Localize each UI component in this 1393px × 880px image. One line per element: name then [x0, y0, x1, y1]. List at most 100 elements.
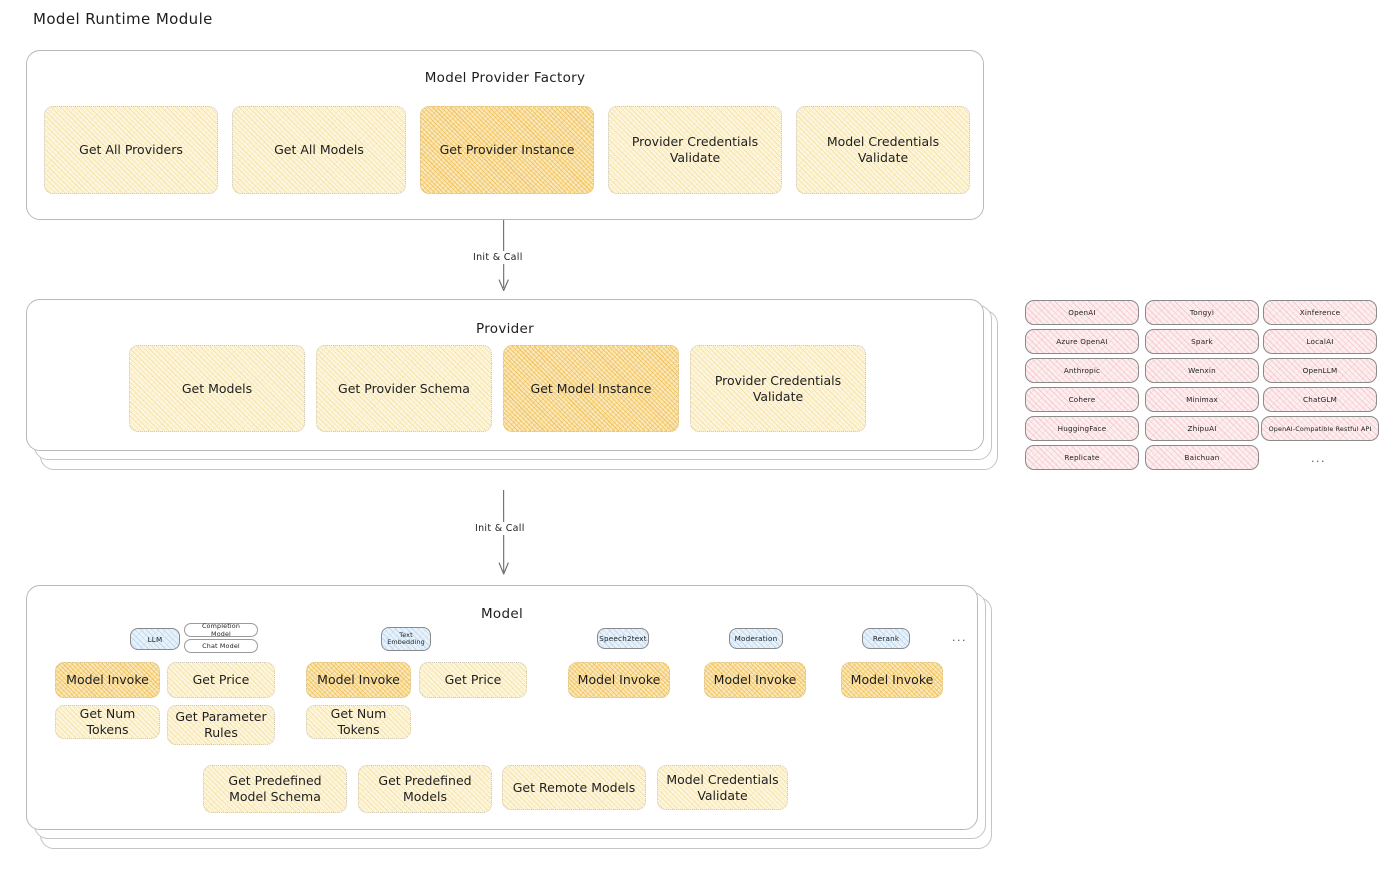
provider-chip-label: Xinference	[1299, 308, 1341, 317]
provider-chip-label: HuggingFace	[1057, 424, 1107, 433]
node-label: Get All Models	[274, 142, 364, 158]
node-get-model-instance[interactable]: Get Model Instance	[503, 345, 679, 432]
node-get-provider-schema[interactable]: Get Provider Schema	[316, 345, 492, 432]
node-speech2text-model-invoke[interactable]: Model Invoke	[568, 662, 670, 698]
model-type-badge-label: Speech2text	[599, 634, 647, 643]
node-label: Get Predefined Model Schema	[228, 773, 322, 804]
node-llm-get-parameter-rules[interactable]: Get Parameter Rules	[167, 705, 275, 745]
provider-chip-anthropic[interactable]: Anthropic	[1025, 358, 1139, 383]
model-type-badge-llm[interactable]: LLM	[130, 628, 180, 650]
node-text-embedding-get-price[interactable]: Get Price	[419, 662, 527, 698]
model-type-badge-rerank[interactable]: Rerank	[862, 628, 910, 649]
node-label: Get All Providers	[79, 142, 183, 158]
provider-chip-label: Replicate	[1064, 453, 1100, 462]
node-label: Model Credentials Validate	[666, 771, 779, 803]
node-model-credentials-validate[interactable]: Model Credentials Validate	[657, 765, 788, 810]
provider-chip-label: Tongyi	[1189, 308, 1215, 317]
provider-chip-azure-openai[interactable]: Azure OpenAI	[1025, 329, 1139, 354]
model-panel-title: Model	[480, 606, 524, 622]
provider-list-more: ...	[1311, 452, 1326, 465]
arrow-label-init-and-call-top: Init & Call	[469, 251, 527, 264]
node-label: Get Price	[444, 672, 502, 688]
model-type-badge-label: Rerank	[872, 634, 900, 643]
node-get-predefined-models[interactable]: Get Predefined Models	[358, 765, 492, 813]
node-model-credentials-validate-factory[interactable]: Model Credentials Validate	[796, 106, 970, 194]
node-get-remote-models[interactable]: Get Remote Models	[502, 765, 646, 810]
model-type-badge-moderation[interactable]: Moderation	[729, 628, 783, 649]
node-get-provider-instance[interactable]: Get Provider Instance	[420, 106, 594, 194]
node-get-predefined-model-schema[interactable]: Get Predefined Model Schema	[203, 765, 347, 813]
node-llm-get-price[interactable]: Get Price	[167, 662, 275, 698]
provider-chip-openllm[interactable]: OpenLLM	[1263, 358, 1377, 383]
provider-chip-cohere[interactable]: Cohere	[1025, 387, 1139, 412]
provider-chip-label: ZhipuAI	[1187, 424, 1217, 433]
node-label: Get Provider Instance	[439, 142, 575, 158]
node-text-embedding-get-num-tokens[interactable]: Get Num Tokens	[306, 705, 411, 739]
node-provider-credentials-validate-factory[interactable]: Provider Credentials Validate	[608, 106, 782, 194]
provider-chip-replicate[interactable]: Replicate	[1025, 445, 1139, 470]
provider-chip-xinference[interactable]: Xinference	[1263, 300, 1377, 325]
node-label: Get Parameter Rules	[175, 709, 267, 740]
provider-chip-label: Cohere	[1068, 395, 1096, 404]
provider-panel-title: Provider	[476, 321, 534, 337]
node-label: Model Invoke	[66, 672, 149, 688]
provider-chip-localai[interactable]: LocalAI	[1263, 329, 1377, 354]
provider-chip-baichuan[interactable]: Baichuan	[1145, 445, 1259, 470]
provider-chip-spark[interactable]: Spark	[1145, 329, 1259, 354]
node-label: Provider Credentials Validate	[714, 372, 842, 404]
node-label: Get Predefined Models	[378, 773, 472, 804]
node-get-all-models[interactable]: Get All Models	[232, 106, 406, 194]
node-label: Model Invoke	[317, 672, 400, 688]
node-label: Get Num Tokens	[79, 706, 136, 737]
arrow-label-init-and-call-bottom: Init & Call	[471, 522, 529, 535]
node-label: Get Models	[181, 380, 253, 396]
node-provider-credentials-validate[interactable]: Provider Credentials Validate	[690, 345, 866, 432]
provider-chip-chatglm[interactable]: ChatGLM	[1263, 387, 1377, 412]
node-text-embedding-model-invoke[interactable]: Model Invoke	[306, 662, 411, 698]
model-type-badge-speech2text[interactable]: Speech2text	[597, 628, 649, 649]
node-label: Get Model Instance	[530, 380, 652, 396]
node-label: Get Provider Schema	[338, 380, 470, 396]
model-type-badge-label: LLM	[147, 634, 163, 644]
page-title: Model Runtime Module	[33, 10, 213, 28]
provider-chip-label: Wenxin	[1188, 366, 1216, 375]
model-type-badge-text-embedding[interactable]: Text Embedding	[381, 627, 431, 651]
arrow-provider-to-model	[498, 489, 509, 575]
node-llm-get-num-tokens[interactable]: Get Num Tokens	[55, 705, 160, 739]
provider-chip-tongyi[interactable]: Tongyi	[1145, 300, 1259, 325]
provider-chip-huggingface[interactable]: HuggingFace	[1025, 416, 1139, 441]
provider-chip-openai[interactable]: OpenAI	[1025, 300, 1139, 325]
model-type-badge-label: Text Embedding	[387, 630, 425, 646]
node-label: Get Price	[192, 672, 250, 688]
model-type-badge-label: Moderation	[734, 634, 778, 643]
node-get-all-providers[interactable]: Get All Providers	[44, 106, 218, 194]
provider-chip-label: Azure OpenAI	[1056, 337, 1108, 346]
model-subtype-badge-chat-model[interactable]: Chat Model	[184, 639, 258, 653]
provider-chip-label: LocalAI	[1306, 337, 1334, 346]
node-moderation-model-invoke[interactable]: Model Invoke	[704, 662, 806, 698]
provider-chip-label: Baichuan	[1184, 453, 1220, 462]
model-subtype-badge-completion-model[interactable]: Completion Model	[184, 622, 258, 638]
provider-chip-label: Anthropic	[1063, 366, 1101, 375]
provider-chip-minimax[interactable]: Minimax	[1145, 387, 1259, 412]
node-label: Model Invoke	[577, 672, 661, 688]
provider-chip-openai-compatible-restful-api[interactable]: OpenAI-Compatible Restful API	[1261, 416, 1379, 441]
node-label: Model Credentials Validate	[826, 134, 940, 165]
provider-chip-label: Spark	[1191, 337, 1213, 346]
node-label: Model Invoke	[713, 672, 797, 688]
provider-chip-label: ChatGLM	[1303, 395, 1337, 404]
model-types-more: ...	[952, 631, 967, 644]
node-get-models[interactable]: Get Models	[129, 345, 305, 432]
node-llm-model-invoke[interactable]: Model Invoke	[55, 662, 160, 698]
node-rerank-model-invoke[interactable]: Model Invoke	[841, 662, 943, 698]
provider-chip-label: Minimax	[1186, 395, 1218, 404]
provider-chip-label: OpenLLM	[1302, 366, 1338, 375]
node-label: Model Invoke	[850, 672, 934, 688]
node-label: Get Remote Models	[512, 779, 636, 795]
provider-chip-wenxin[interactable]: Wenxin	[1145, 358, 1259, 383]
provider-chip-zhipuai[interactable]: ZhipuAI	[1145, 416, 1259, 441]
model-subtype-badge-label: Chat Model	[202, 642, 240, 650]
model-subtype-badge-label: Completion Model	[201, 622, 241, 638]
provider-chip-label: OpenAI	[1068, 308, 1096, 317]
